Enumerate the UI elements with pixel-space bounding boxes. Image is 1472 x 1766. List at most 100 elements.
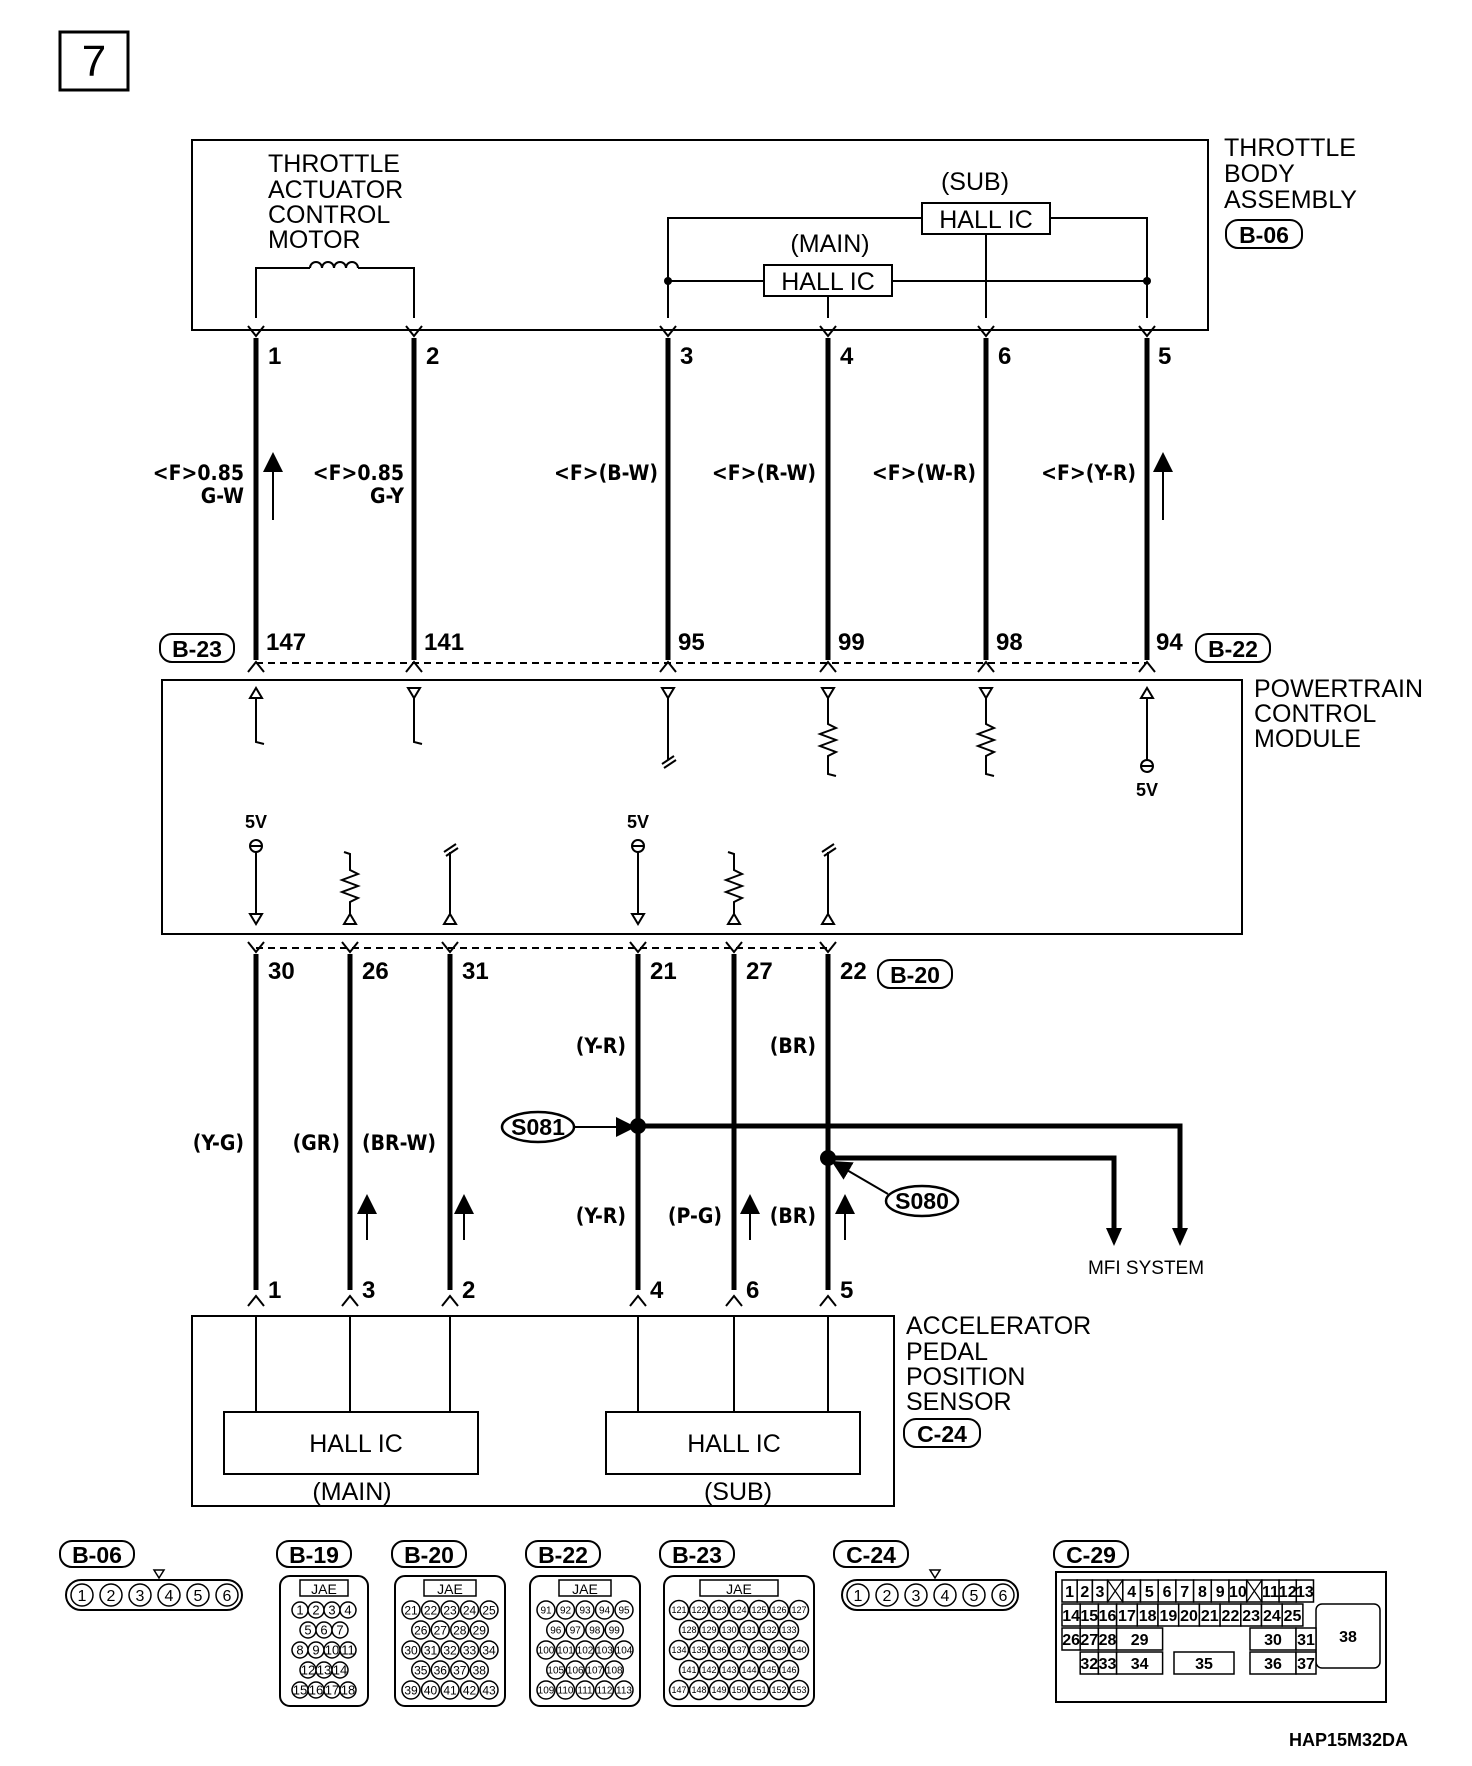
b23-pin-label-122: 122 [691,1605,706,1615]
b19-pin-18 [339,1681,357,1699]
b23-pin-label-145: 145 [761,1665,776,1675]
wire-label-bw: <F>(B-W) [554,461,658,485]
b23-pin-137 [728,1639,750,1661]
pcm-pin-99: 99 [838,629,865,656]
c29-cell-13 [1295,1579,1315,1603]
b06-pin-label-5: 5 [194,1588,203,1605]
app-hall-ic-sub-text: HALL IC [687,1430,781,1458]
app-title-3: POSITION [906,1363,1025,1391]
b23-pin-label-124: 124 [731,1605,746,1615]
b19-pin-label-10: 10 [325,1643,339,1658]
page-number: 7 [82,37,106,86]
b06-pin-6 [215,1583,239,1607]
b20-pin-label-38: 38 [473,1663,487,1677]
b19-pin-label-6: 6 [320,1623,327,1638]
b22-pin-100 [536,1640,556,1660]
b23-pin-label-128: 128 [681,1625,696,1635]
b22-pin-label-109: 109 [538,1686,555,1697]
c29-cell-35 [1173,1651,1235,1675]
c29-cell-29 [1115,1627,1164,1651]
tb-junction-right [1143,277,1151,285]
wire-label-yr-upper: (Y-R) [576,1034,626,1058]
b19-pin-11 [339,1641,357,1659]
connector-tag-b22-text: B-22 [1208,636,1258,662]
connector-tag-b23-text: B-23 [172,636,222,662]
b20-pin-label-29: 29 [473,1623,487,1637]
c29-cell-label-1: 1 [1065,1584,1074,1601]
b20-pin-label-25: 25 [482,1603,496,1617]
b19-pin-label-2: 2 [312,1603,319,1618]
b20-pin-31 [420,1640,441,1660]
pcm-top-chevrons [247,660,1156,673]
b22-pin-label-106: 106 [567,1666,584,1677]
b23-pin-label-139: 139 [771,1645,786,1655]
pcm-title-2: CONTROL [1254,700,1376,728]
b19-pin-label-7: 7 [336,1623,343,1638]
pcm-pin-94: 94 [1156,629,1183,656]
b23-pin-142 [698,1659,720,1681]
b06-pin-2 [99,1583,123,1607]
connector-tag-c24-text: C-24 [917,1421,967,1447]
pcm-bottom-chevrons [247,941,837,954]
c29-cross-1 [1107,1579,1124,1603]
pcm-5v-94: 5V [1136,780,1158,800]
wire-label-br-lower: (BR) [770,1204,816,1228]
upper-wires [253,338,1150,660]
c29-cell-label-14: 14 [1062,1608,1080,1625]
b20-pin-21 [401,1600,421,1620]
b22-pin-label-112: 112 [597,1686,613,1697]
b23-pin-129 [698,1619,720,1641]
c29-cell-label-38: 38 [1339,1629,1357,1646]
pcm-title-3: MODULE [1254,725,1361,753]
pcm-pin-21: 21 [650,958,677,985]
wire-label-yr-lower: (Y-R) [576,1204,626,1228]
b20-pin-label-27: 27 [434,1623,448,1637]
b22-pin-label-91: 91 [540,1606,552,1617]
tb-junction-left [664,277,672,285]
b22-pin-113 [614,1680,634,1700]
b23-pin-label-123: 123 [711,1605,726,1615]
b22-pin-label-96: 96 [550,1626,562,1637]
motor-label-3: CONTROL [268,201,390,229]
b20-pin-label-32: 32 [443,1643,457,1657]
pcm-internal-bottom [248,839,837,926]
b20-pin-25 [479,1600,499,1620]
current-arrows-upper [263,452,1173,520]
b23-pin-label-131: 131 [741,1625,756,1635]
b19-pin-4 [339,1601,357,1619]
b23-pin-label-152: 152 [771,1685,786,1695]
b20-pin-35 [411,1660,431,1680]
b20-pin-label-23: 23 [443,1603,457,1617]
mfi-system-label: MFI SYSTEM [1088,1258,1204,1279]
b22-pin-label-102: 102 [577,1646,594,1657]
c29-cell-label-24: 24 [1263,1608,1281,1625]
c29-cell-label-26: 26 [1062,1632,1080,1649]
c29-cell-label-35: 35 [1195,1656,1213,1673]
wire-label-brw: (BR-W) [362,1131,436,1155]
wire-label-pg: (P-G) [668,1204,722,1228]
app-sub-label: (SUB) [704,1478,772,1506]
tb-hall-ic-sub-text: HALL IC [939,206,1033,234]
b23-pin-label-136: 136 [711,1645,726,1655]
connector-tag-b23 [159,633,235,663]
pcm-pin-95: 95 [678,629,705,656]
b20-pin-26 [411,1620,431,1640]
b22-pin-112 [594,1680,615,1700]
b22-pin-label-100: 100 [538,1646,555,1657]
b19-pin-label-1: 1 [296,1603,303,1618]
splice-dot-s080 [820,1150,836,1166]
pcm-pin-30: 30 [268,958,295,985]
b23-pin-130 [718,1619,740,1641]
b06-pin-1 [70,1583,94,1607]
c24-pin-4 [933,1583,957,1607]
b22-pin-label-92: 92 [560,1606,572,1617]
b20-pin-label-28: 28 [453,1623,467,1637]
wire-label-gr: (GR) [293,1131,340,1155]
b19-pin-label-18: 18 [341,1683,355,1698]
wire-label-rw: <F>(R-W) [712,461,816,485]
cv-label-b20: B-20 [404,1542,454,1568]
b19-pin-label-8: 8 [296,1643,303,1658]
b22-pin-92 [555,1600,576,1620]
tb-pin-2: 2 [426,343,439,370]
b23-pin-label-121: 121 [671,1605,686,1615]
